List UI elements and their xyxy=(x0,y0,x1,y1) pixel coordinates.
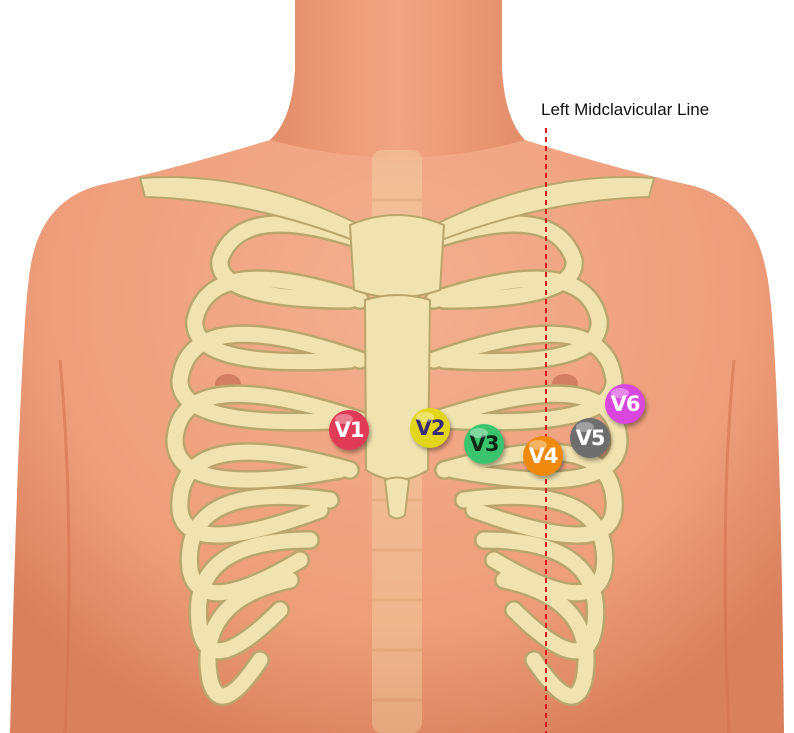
lead-v4[interactable]: V4 xyxy=(523,436,563,476)
lead-v2[interactable]: V2 xyxy=(410,408,450,448)
lead-v5[interactable]: V5 xyxy=(570,418,610,458)
midclavicular-line-label: Left Midclavicular Line xyxy=(541,100,709,120)
lead-v6[interactable]: V6 xyxy=(605,384,645,424)
lead-v1[interactable]: V1 xyxy=(329,410,369,450)
lead-v3[interactable]: V3 xyxy=(464,424,504,464)
